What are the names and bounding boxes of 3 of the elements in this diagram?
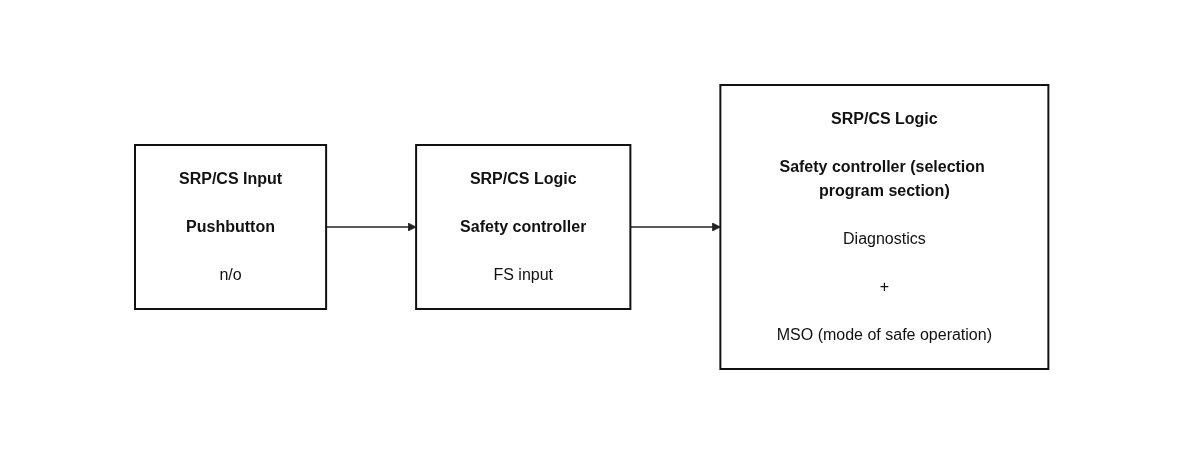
node-box: SRP/CS Input Pushbutton n/o	[134, 144, 328, 310]
node-box: SRP/CS Logic Safety controller (selection program section) Diagnostics + MSO (mode of safe operation)	[719, 84, 1050, 370]
node-box: SRP/CS Logic Safety controller FS input	[415, 144, 632, 310]
